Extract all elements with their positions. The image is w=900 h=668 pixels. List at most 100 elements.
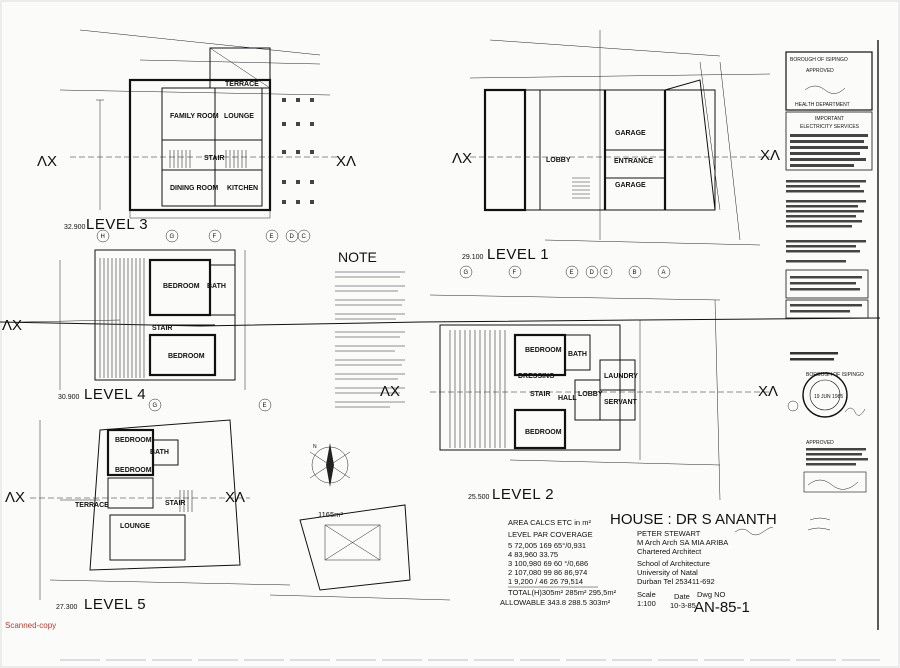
area-calcs-heading: AREA CALCS ETC in m² [508,518,591,527]
svg-text:D: D [290,234,295,240]
room-servant: SERVANT [604,399,638,406]
room-bedroom-l5b: BEDROOM [115,467,152,474]
area-calcs-total: TOTAL(H)305m² 285m² 295,5m² [508,588,617,597]
section-mark-x-note: ΛX [380,383,400,400]
svg-text:E: E [263,403,267,409]
level-2-label: LEVEL 2 [492,486,554,503]
level-3-plan: ΛX XΛ FAMILY ROOM LOUNGE STAIR DINING RO… [37,29,356,233]
approval-stamp-round: 19 JUN 1985 BOROUGH OF ISIPINGO [787,372,866,418]
architect-name: PETER STEWART [637,529,701,538]
room-bedroom-l2b: BEDROOM [525,429,562,436]
area-calcs-allowable: ALLOWABLE 343.8 288.5 303m² [500,598,611,607]
level-5-plan: BEDROOM BATH BEDROOM STAIR TERRACE LOUNG… [5,419,291,613]
architect-signature [734,527,774,536]
svg-text:N: N [313,444,317,450]
room-stair-l4: STAIR [152,325,172,332]
elevation-l5: 27.300 [56,604,78,611]
architect-profession: Chartered Architect [637,547,702,556]
city-telephone: Durban Tel 253411-692 [637,577,715,586]
elevation-l1: 29.100 [462,254,484,261]
grid-bubbles-l3: H G F E D C [96,229,311,243]
scanned-copy-watermark: Scanned-copy [5,621,56,630]
area-calcs-columns: LEVEL PAR COVERAGE [508,530,593,539]
room-lounge-l3: LOUNGE [224,113,254,120]
section-mark-x-l3-left: ΛX [37,153,57,170]
note-title: NOTE [338,249,377,265]
notes-block: NOTE ΛX [335,249,405,408]
room-garage-1: GARAGE [615,130,646,137]
conditions-text [786,180,866,263]
approved-text-block: APPROVED [790,352,868,493]
room-bedroom-l4b: BEDROOM [168,353,205,360]
svg-text:B: B [633,270,637,276]
room-terrace-l5: TERRACE [75,502,109,509]
room-bath-l4: BATH [207,283,226,290]
date-value: 10-3-85 [670,601,696,610]
svg-text:A: A [662,270,666,276]
section-mark-x-l1-left: ΛX [452,150,472,167]
level-2-plan: BEDROOM DRESSING BATH LAUNDRY SERVANT ST… [429,294,778,503]
area-calcs-row: 1 9,200 / 46 26 79,514 [508,577,583,586]
area-calcs-row: 3 100,980 69 60 °/0,686 [508,559,588,568]
room-stair-l3: STAIR [204,155,224,162]
room-bath-l5: BATH [150,449,169,456]
level-5-label: LEVEL 5 [84,596,146,613]
room-garage-2: GARAGE [615,182,646,189]
scale-value: 1:100 [637,599,656,608]
room-bedroom-l5a: BEDROOM [115,437,152,444]
area-calcs-row: 5 72,005 169 65°/0,931 [508,541,586,550]
room-terrace-l3: TERRACE [225,81,259,88]
room-hall: HALL [558,395,577,402]
drawing-number-label: Dwg NO [697,590,726,599]
svg-text:BOROUGH OF ISIPINGO: BOROUGH OF ISIPINGO [790,57,848,63]
approval-box-2 [785,269,869,319]
svg-text:APPROVED: APPROVED [806,440,834,446]
north-arrow: N [309,443,351,487]
area-calcs-row: 2 107,080 99 86 86,974 [508,568,587,577]
section-mark-x-l1-right: XΛ [760,147,780,164]
section-mark-x-l5-left: ΛX [5,489,25,506]
project-title: HOUSE : DR S ANANTH [610,511,777,528]
scale-label: Scale [637,590,656,599]
svg-text:19 JUN 1985: 19 JUN 1985 [814,394,843,400]
small-stamp-bottom [807,517,831,531]
svg-text:C: C [302,234,307,240]
area-calcs-table: AREA CALCS ETC in m² LEVEL PAR COVERAGE … [500,518,617,607]
drawing-number: AN-85-1 [694,599,750,616]
section-mark-x-l2-right: XΛ [758,383,778,400]
plot-area-value: 1165m² [318,510,343,519]
level-1-label: LEVEL 1 [487,246,549,263]
svg-text:BOROUGH OF ISIPINGO: BOROUGH OF ISIPINGO [806,372,864,378]
level-4-label: LEVEL 4 [84,386,146,403]
svg-text:D: D [590,270,595,276]
grid-bubbles-l1: G F E D C B A [459,265,671,279]
room-stair-l5: STAIR [165,500,185,507]
room-stair-l2: STAIR [530,391,550,398]
title-block: HOUSE : DR S ANANTH PETER STEWART M Arch… [610,511,777,616]
level-1-plan: ΛX XΛ GARAGE ENTRANCE GARAGE LOBBY 29.10… [452,30,780,263]
date-label: Date [674,592,690,601]
room-family-room: FAMILY ROOM [170,113,219,120]
elevation-l3: 32.900 [64,224,86,231]
approval-stamp-borough: BOROUGH OF ISIPINGO APPROVED HEALTH DEPA… [785,51,873,111]
architect-qualifications: M Arch Arch SA MIA ARIBA [637,538,728,547]
level-4-plan: BEDROOM BATH STAIR BEDROOM ΛX 30.900 LEV… [2,249,272,412]
svg-text:ELECTRICITY SERVICES: ELECTRICITY SERVICES [800,124,860,130]
svg-text:C: C [604,270,609,276]
room-lounge-l5: LOUNGE [120,523,150,530]
room-dining: DINING ROOM [170,185,218,192]
room-bedroom-l2a: BEDROOM [525,347,562,354]
svg-text:E: E [570,270,574,276]
svg-text:F: F [213,234,217,240]
svg-text:APPROVED: APPROVED [806,68,834,74]
section-mark-x-l4-left: ΛX [2,317,22,334]
svg-text:IMPORTANT: IMPORTANT [815,116,844,122]
university-name: University of Natal [637,568,698,577]
room-bedroom-l4a: BEDROOM [163,283,200,290]
svg-text:G: G [170,234,175,240]
level-3-label: LEVEL 3 [86,216,148,233]
svg-text:F: F [513,270,517,276]
